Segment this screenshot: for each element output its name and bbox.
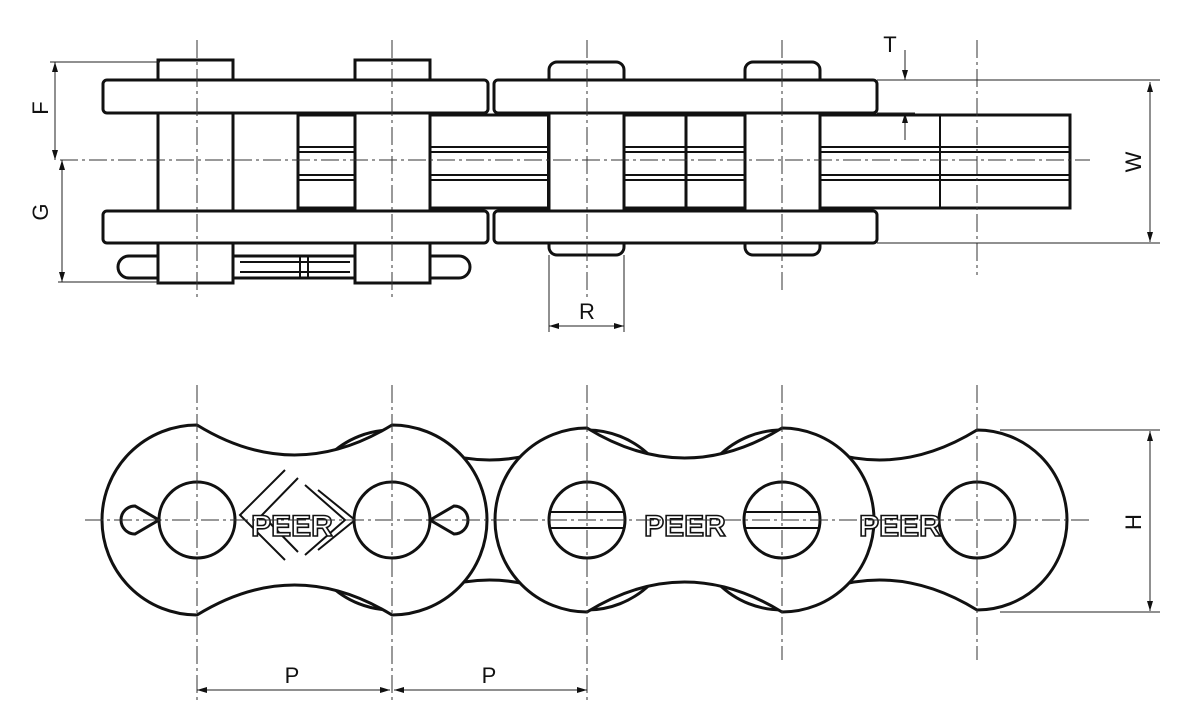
clip-chevron: [238, 469, 299, 561]
outer-plate: [492, 209, 879, 245]
outer-plate: [492, 78, 879, 115]
brand-logo: PEER: [251, 510, 333, 543]
dim-W-label: W: [1121, 151, 1146, 172]
dim-T-label: T: [883, 32, 896, 57]
dim-R-label: R: [579, 299, 595, 324]
brand-logo: PEER: [859, 510, 941, 543]
top-view: F G T W R: [28, 32, 1160, 332]
dim-H-label: H: [1121, 514, 1146, 530]
dim-F-label: F: [28, 101, 53, 114]
brand-logo: PEER: [644, 510, 726, 543]
dim-P1-label: P: [285, 663, 300, 688]
outer-plate: [101, 78, 490, 115]
dim-G-label: G: [28, 203, 53, 220]
outer-plate: [101, 209, 490, 245]
dim-P2-label: P: [482, 663, 497, 688]
